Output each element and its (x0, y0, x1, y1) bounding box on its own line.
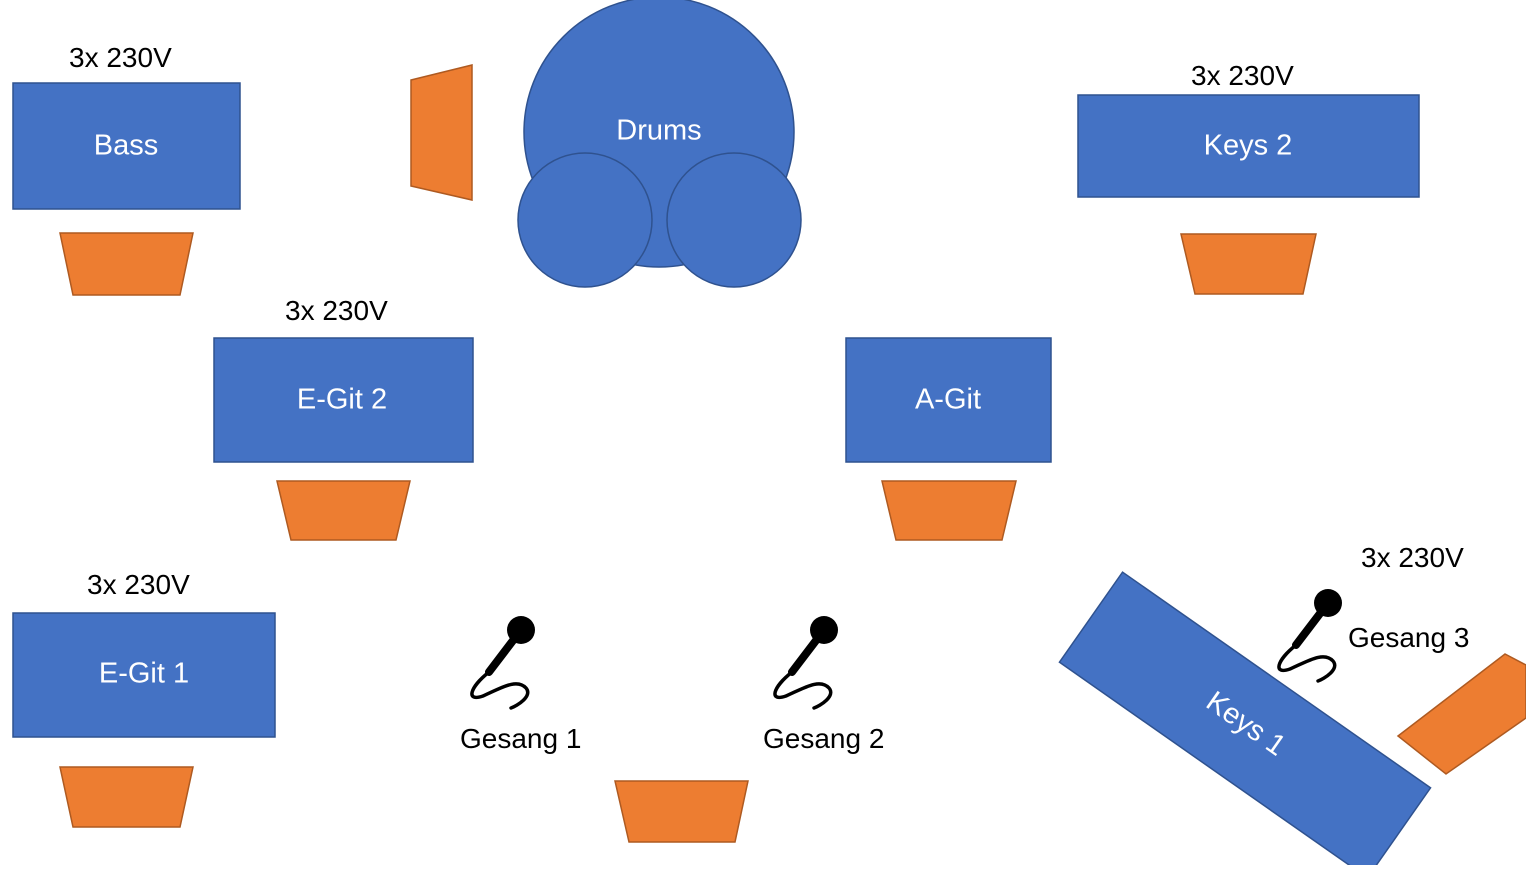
egit1-label: E-Git 1 (99, 658, 189, 690)
keys1-amp: Keys 1 (1058, 571, 1432, 870)
egit1-amp: E-Git 1 (12, 612, 276, 738)
bass-power-label: 3x 230V (69, 42, 172, 73)
drums-label: Drums (616, 115, 701, 147)
bass-amp: Bass (12, 82, 241, 210)
microphone-icon (1277, 589, 1342, 683)
keys2-amp: Keys 2 (1077, 94, 1420, 198)
wedge-monitor-icon (59, 766, 194, 828)
wedge-monitor-icon (276, 480, 411, 541)
wedge-monitor-icon (1396, 653, 1526, 775)
wedge-monitor-icon (410, 64, 473, 201)
egit2-power-label: 3x 230V (285, 295, 388, 326)
agit-label: A-Git (915, 384, 981, 416)
egit1-power-label: 3x 230V (87, 569, 190, 600)
gesang1-label: Gesang 1 (460, 723, 582, 754)
wedge-monitor-icon (614, 780, 749, 843)
gesang3-label: Gesang 3 (1348, 622, 1470, 653)
wedge-monitor-icon (881, 480, 1017, 541)
wedge-monitor-icon (1180, 233, 1317, 295)
egit2-amp: E-Git 2 (213, 337, 474, 463)
gesang2-label: Gesang 2 (763, 723, 885, 754)
keys2-power-label: 3x 230V (1191, 60, 1294, 91)
keys1-power-label: 3x 230V (1361, 542, 1464, 573)
agit-amp: A-Git (845, 337, 1052, 463)
wedge-monitor-icon (59, 232, 194, 296)
keys2-label: Keys 2 (1204, 130, 1293, 162)
microphone-icon (773, 616, 838, 710)
bass-label: Bass (94, 130, 158, 162)
egit2-label: E-Git 2 (297, 384, 387, 416)
drum-kit: Drums (517, 0, 802, 288)
microphone-icon (470, 616, 535, 710)
